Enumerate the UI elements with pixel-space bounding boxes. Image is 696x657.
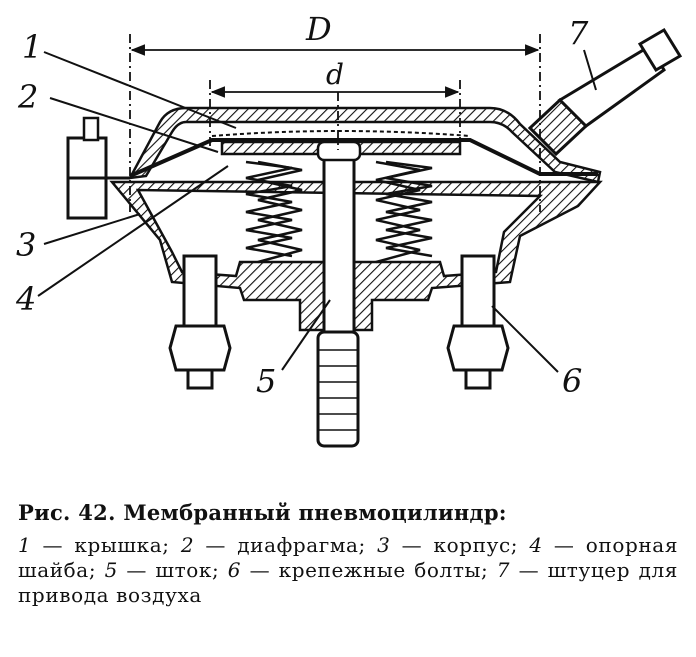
legend-num-7: 7 [496, 558, 511, 582]
dimension-label-outer: D [305, 10, 332, 48]
part-label-1: 1 [22, 28, 42, 66]
figure-caption: Рис. 42. Мембранный пневмоцилиндр: 1 — к… [18, 500, 678, 608]
mounting-bolt-left [168, 254, 232, 390]
legend-text-7: штуцер для привода воздуха [18, 558, 679, 607]
legend-text-6: крепежные болты [278, 558, 482, 582]
legend-text-5: шток [155, 558, 213, 582]
part-label-2: 2 [17, 78, 38, 116]
dimension-label-inner: d [326, 58, 344, 91]
legend-num-1: 1 [18, 533, 32, 557]
legend-text-3: корпус [433, 533, 511, 557]
caption-legend: 1 — крышка; 2 — диафрагма; 3 — корпус; 4… [18, 533, 679, 607]
rod [322, 148, 356, 350]
legend-num-4: 4 [529, 533, 543, 557]
leader-lines [37, 49, 597, 373]
membrane-cylinder-drawing: D d 1 2 3 4 5 6 7 [15, 10, 683, 448]
return-springs [245, 160, 433, 264]
legend-text-4: опорная шайба [18, 533, 679, 582]
part-label-5: 5 [256, 362, 276, 400]
legend-num-2: 2 [180, 533, 195, 557]
legend-text-2: диафрагма [237, 533, 359, 557]
air-fitting [527, 27, 683, 157]
legend-num-5: 5 [104, 558, 118, 582]
part-label-4: 4 [15, 280, 36, 318]
part-label-6: 6 [562, 362, 582, 400]
diaphragm [129, 138, 598, 178]
rod-threaded-end [316, 330, 360, 448]
legend-num-3: 3 [377, 533, 391, 557]
mounting-bolt-right [446, 254, 510, 390]
part-label-3: 3 [16, 226, 36, 264]
part-label-7: 7 [568, 14, 589, 52]
legend-num-6: 6 [227, 558, 242, 582]
caption-title: Рис. 42. Мембранный пневмоцилиндр: [18, 500, 507, 525]
legend-text-1: крышка [74, 533, 163, 557]
